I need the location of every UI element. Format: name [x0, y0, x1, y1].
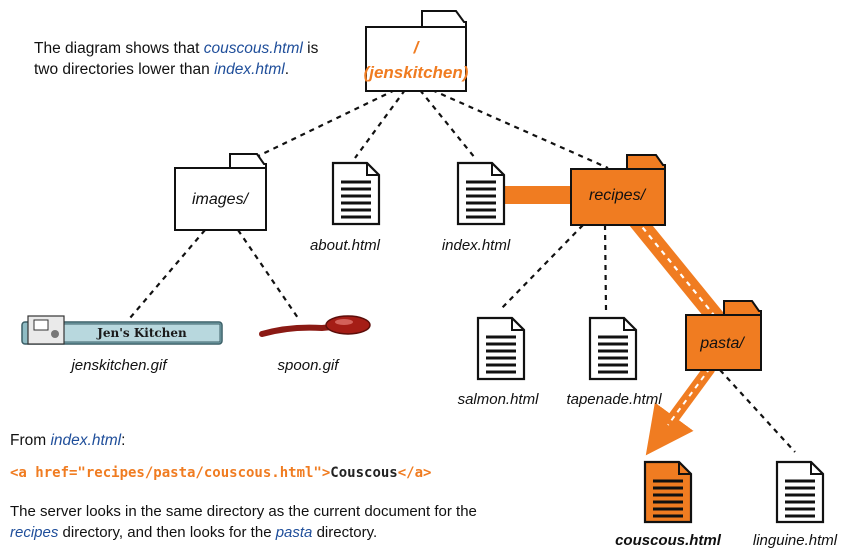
connector-images-jenskitchen [129, 229, 206, 319]
root-folder-icon [365, 10, 467, 92]
jenskitchen-file-label: jenskitchen.gif [69, 357, 168, 374]
connector-images-spoon [237, 229, 299, 319]
couscous-file-label: couscous.html [615, 532, 722, 549]
index-document-icon [456, 161, 506, 226]
intro-line-1: The diagram shows that couscous.html is [34, 40, 319, 57]
pasta-folder-icon [685, 300, 762, 371]
recipes-pasta-path-dashes [629, 211, 723, 326]
tapenade-file-label: tapenade.html [566, 391, 662, 408]
tapenade-document-icon [588, 316, 638, 381]
index-file-label: index.html [442, 237, 511, 254]
images-folder-label: images/ [192, 191, 250, 208]
code-link-text: Couscous [330, 465, 398, 481]
connector-recipes-salmon [499, 224, 584, 311]
connector-root-recipes [431, 88, 609, 170]
salmon-file-label: salmon.html [458, 391, 540, 408]
from-file-link: index.html [50, 432, 122, 449]
spoon-file-label: spoon.gif [278, 357, 341, 374]
index-recipes-link-bar [503, 186, 575, 204]
spoon-image [259, 315, 371, 337]
code-close-tag: </a> [397, 465, 432, 481]
connector-pasta-linguine [719, 369, 796, 453]
explanation-line-1: The server looks in the same directory a… [10, 503, 477, 520]
code-snippet: <a href="recipes/pasta/couscous.html">Co… [10, 463, 431, 484]
pasta-dir-text: pasta [275, 524, 313, 541]
connector-root-index [419, 89, 476, 159]
explanation-note: The server looks in the same directory a… [10, 501, 477, 543]
recipes-folder-icon [570, 154, 666, 226]
connector-recipes-tapenade [603, 224, 608, 311]
salmon-document-icon [476, 316, 526, 381]
pasta-folder-label: pasta/ [699, 335, 745, 352]
index-link-text: index.html [214, 61, 285, 78]
images-folder-icon [174, 153, 267, 231]
couscous-document-icon [643, 460, 693, 524]
explanation-line-2: recipes directory, and then looks for th… [10, 524, 378, 541]
connector-root-about [354, 89, 406, 159]
root-folder-slash: / [413, 38, 421, 57]
code-open-tag: <a href="recipes/pasta/couscous.html"> [10, 465, 331, 481]
linguine-file-label: linguine.html [753, 532, 838, 549]
root-folder-name: (jenskitchen) [364, 63, 469, 82]
from-label: From index.html: [10, 432, 126, 449]
intro-note: The diagram shows that couscous.html is … [34, 38, 318, 80]
about-document-icon [331, 161, 381, 226]
intro-line-2: two directories lower than index.html. [34, 61, 290, 78]
recipes-dir-text: recipes [10, 524, 59, 541]
linguine-document-icon [775, 460, 825, 524]
jenskitchen-logo-image: Jen's Kitchen [21, 315, 223, 345]
couscous-link-text: couscous.html [203, 40, 303, 57]
connector-root-images [249, 89, 396, 161]
logo-text: Jen's Kitchen [96, 326, 187, 340]
pasta-couscous-arrow-dashes [667, 367, 711, 426]
recipes-folder-label: recipes/ [589, 187, 647, 204]
about-file-label: about.html [310, 237, 381, 254]
